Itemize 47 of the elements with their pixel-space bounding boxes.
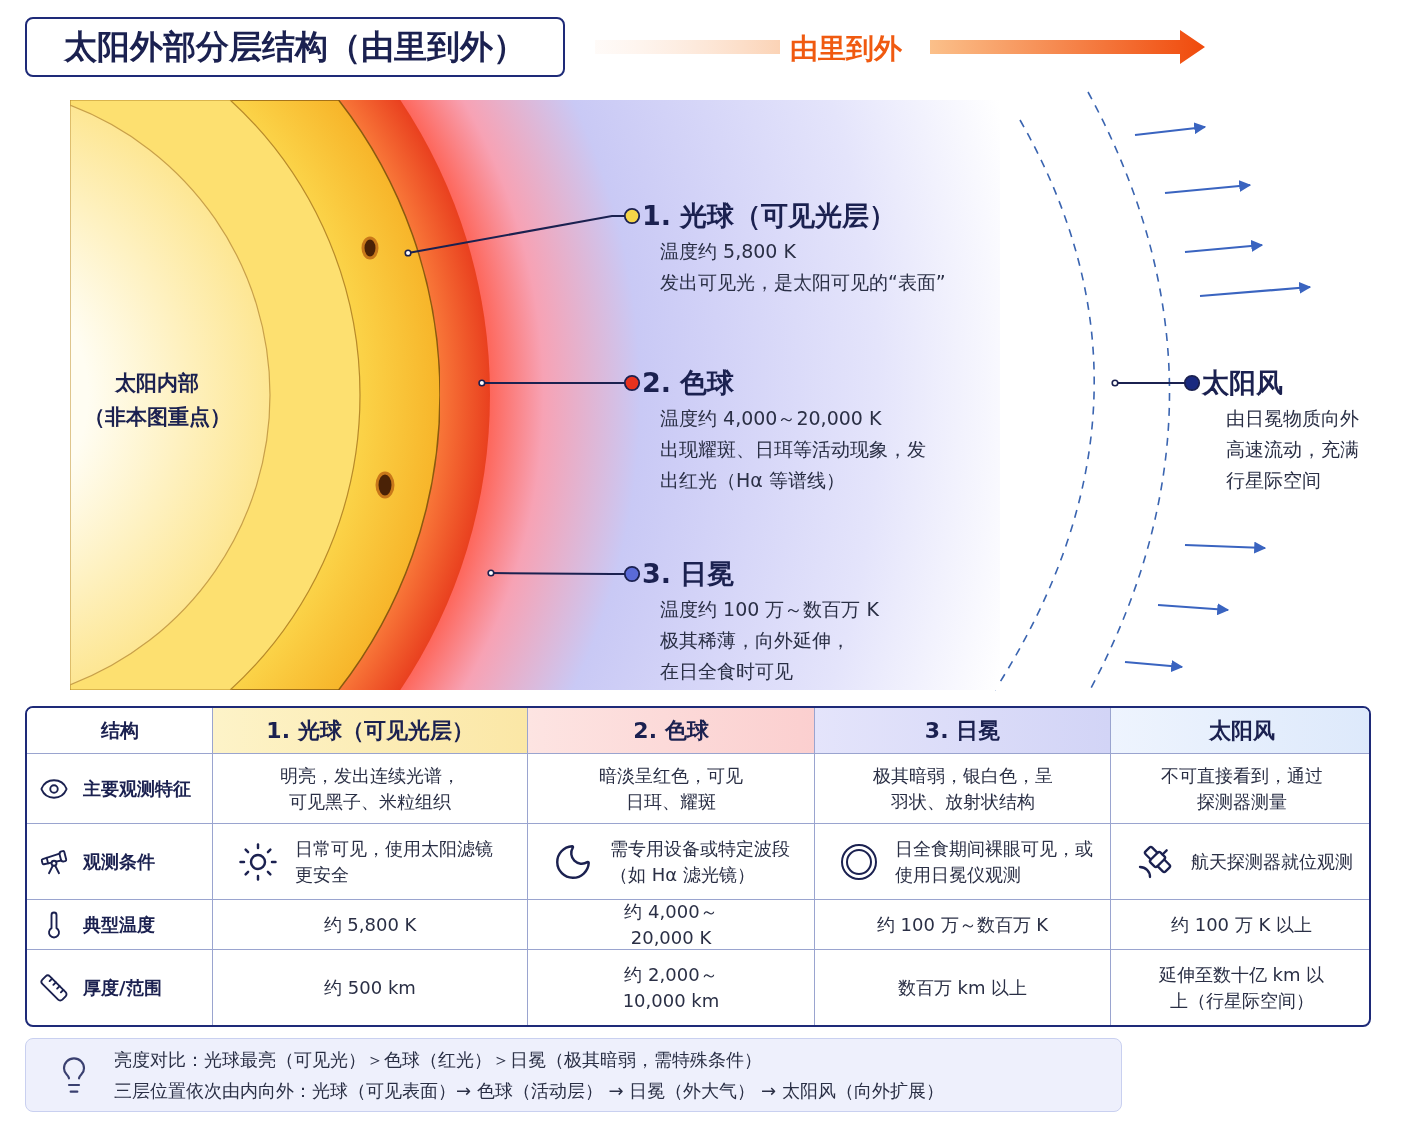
table-cell-text: 数百万 km 以上: [897, 975, 1028, 1000]
table-cell-text: 约 100 万～数百万 K: [876, 912, 1049, 937]
table-cell-text: 约 5,800 K: [323, 912, 417, 937]
table-cell-text: 极其暗弱，银白色，呈羽状、放射状结构: [871, 763, 1054, 814]
note-text: 三层位置依次由内向外：光球（可见表面）→ 色球（活动层） → 日冕（外大气） → 太阳风（向外扩展）: [114, 1079, 944, 1103]
note-text: 亮度对比：光球最亮（可见光）＞色球（红光）＞日冕（极其暗弱，需特殊条件）: [114, 1048, 763, 1072]
row-heading: 典型温度: [83, 913, 155, 937]
table-cell-text: 暗淡呈红色，可见日珥、耀斑: [598, 763, 744, 814]
region-label: 太阳内部: [115, 370, 199, 397]
leader-line: [487, 565, 641, 583]
title-banner: 太阳外部分层结构（由里到外）: [25, 17, 565, 77]
table-cell-text: 约 2,000～10,000 km: [621, 962, 721, 1013]
callout-text: 由日冕物质向外高速流动，充满行星际空间: [1225, 406, 1360, 493]
table-cell-text: 日常可见，使用太阳滤镜更安全: [295, 836, 494, 887]
row-heading: 主要观测特征: [83, 777, 191, 801]
table-cell-text: 约 100 万 K 以上: [1170, 912, 1312, 937]
region-label: （非本图重点）: [83, 404, 231, 431]
callout-heading: 1. 光球（可见光层）: [642, 199, 898, 233]
direction-label: 由里到外: [790, 31, 902, 67]
callout-heading: 2. 色球: [642, 366, 736, 400]
callout-text: 温度约 100 万～数百万 K: [659, 597, 879, 622]
callout-heading: 3. 日冕: [642, 557, 736, 591]
callout-text: 发出可见光，是太阳可见的“表面”: [659, 270, 946, 295]
corona-glow: [70, 100, 1000, 690]
leader-line: [404, 207, 641, 257]
header-cell: 3. 日冕: [815, 708, 1111, 754]
table-cell-text: 约 500 km: [324, 975, 416, 1000]
header-cell: 太阳风: [1111, 708, 1369, 754]
table-cell-text: 明亮，发出连续光谱，可见黑子、米粒组织: [279, 763, 461, 814]
header-cell: 结构: [27, 708, 213, 754]
table-cell-text: 不可直接看到，通过探测器测量: [1159, 763, 1324, 814]
callout-text: 温度约 4,000～20,000 K: [659, 406, 883, 431]
header-cell: 1. 光球（可见光层）: [213, 708, 528, 754]
table-cell-text: 延伸至数十亿 km 以上（行星际空间）: [1157, 962, 1326, 1013]
table-cell-text: 约 4,000～20,000 K: [623, 899, 719, 950]
table-cell-text: 需专用设备或特定波段（如 Hα 滤光镜）: [610, 836, 791, 887]
leader-line: [478, 374, 641, 392]
callout-text: 出现耀斑、日珥等活动现象，发出红光（Hα 等谱线）: [659, 437, 927, 493]
row-heading: 厚度/范围: [83, 976, 162, 1000]
header-cell: 2. 色球: [528, 708, 815, 754]
callout-text: 极其稀薄，向外延伸，在日全食时可见: [659, 628, 851, 684]
callout-heading: 太阳风: [1202, 366, 1284, 400]
callout-text: 温度约 5,800 K: [659, 239, 797, 264]
row-heading: 观测条件: [83, 850, 155, 874]
table-cell-text: 日全食期间裸眼可见，或使用日冕仪观测: [895, 836, 1094, 887]
table-cell-text: 航天探测器就位观测: [1191, 849, 1354, 874]
leader-line: [1111, 374, 1201, 392]
